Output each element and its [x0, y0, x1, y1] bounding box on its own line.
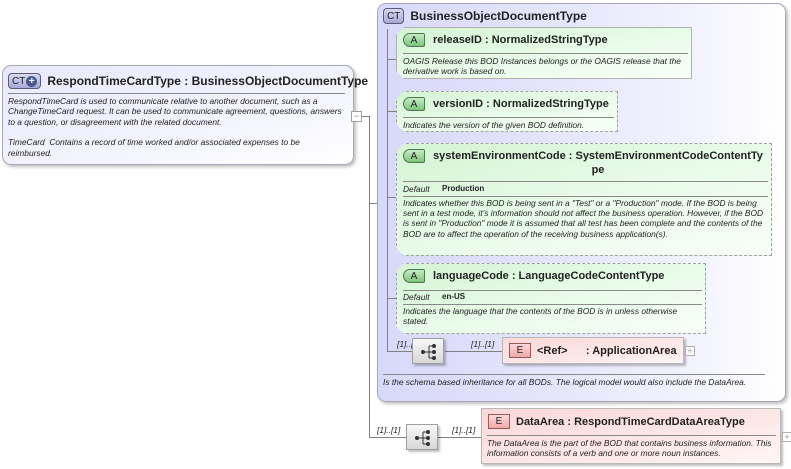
- connector-seq-to-applicationarea: [445, 351, 503, 352]
- sequence-icon: [421, 344, 436, 360]
- expand-button[interactable]: +: [685, 346, 695, 356]
- connector-trunk-to-bod: [369, 203, 378, 204]
- base-complex-type-box[interactable]: CT BusinessObjectDocumentType A releaseI…: [377, 3, 786, 402]
- connector-trunk: [369, 116, 370, 437]
- attribute-languagecode[interactable]: A languageCode : LanguageCodeContentType…: [396, 263, 706, 334]
- attribute-name: releaseID : NormalizedStringType: [433, 34, 608, 46]
- complex-type-badge: CT +: [8, 73, 42, 89]
- attribute-documentation: Indicates the language that the contents…: [403, 306, 678, 327]
- sequence-cardinality: [1]..[1]: [377, 425, 401, 435]
- divider: [403, 304, 702, 305]
- divider: [403, 117, 614, 118]
- element-cardinality: [1]..[1]: [452, 425, 476, 435]
- attribute-releaseid[interactable]: A releaseID : NormalizedStringType OAGIS…: [396, 27, 692, 79]
- connector-attr-1: [387, 59, 397, 60]
- base-type-documentation: Is the schema based inheritance for all …: [383, 377, 747, 387]
- sequence-compositor[interactable]: [412, 338, 444, 364]
- element-documentation: The DataArea is the part of the BOD that…: [487, 438, 772, 459]
- connector-attr-2: [387, 111, 397, 112]
- base-type-title: BusinessObjectDocumentType: [410, 9, 587, 23]
- sequence-cardinality: [1]..[1]: [397, 339, 421, 349]
- root-type-title: RespondTimeCardType : BusinessObjectDocu…: [47, 74, 369, 88]
- attribute-name: versionID : NormalizedStringType: [433, 98, 609, 110]
- attribute-documentation: Indicates whether this BOD is being sent…: [403, 198, 764, 239]
- connector-attr-3: [387, 197, 397, 198]
- sequence-compositor[interactable]: [406, 424, 438, 450]
- attribute-badge: A: [403, 97, 425, 111]
- attribute-badge: A: [403, 149, 425, 163]
- connector-attr-4: [387, 298, 397, 299]
- complex-type-badge: CT: [383, 8, 405, 24]
- element-badge: E: [488, 414, 510, 429]
- attribute-systemenvironmentcode[interactable]: A systemEnvironmentCode : SystemEnvironm…: [396, 143, 772, 256]
- element-cardinality: [1]..[1]: [471, 339, 495, 349]
- connector-trunk-to-dataarea-seq: [369, 437, 407, 438]
- divider: [383, 374, 765, 375]
- divider: [403, 290, 702, 291]
- divider: [403, 196, 768, 197]
- attribute-name: systemEnvironmentCode : SystemEnvironmen…: [433, 150, 763, 176]
- attribute-documentation: OAGIS Release this BOD Instances belongs…: [403, 56, 681, 77]
- attribute-documentation: Indicates the version of the given BOD d…: [403, 120, 585, 130]
- sequence-icon: [415, 430, 430, 446]
- element-name: <Ref> : ApplicationArea: [537, 344, 677, 357]
- divider: [487, 435, 776, 436]
- connector-to-sequence: [387, 351, 413, 352]
- element-badge: E: [509, 343, 531, 358]
- connector-seq-to-dataarea: [438, 437, 482, 438]
- attribute-badge: A: [403, 269, 425, 283]
- plus-icon: +: [26, 75, 38, 87]
- root-type-documentation: RespondTimeCard is used to communicate r…: [8, 96, 345, 158]
- divider: [403, 181, 768, 182]
- collapse-button[interactable]: −: [351, 111, 362, 122]
- root-complex-type-box[interactable]: CT + RespondTimeCardType : BusinessObjec…: [2, 65, 368, 165]
- element-name: DataArea : RespondTimeCardDataAreaType: [516, 415, 745, 428]
- default-label: Default: [403, 184, 430, 194]
- attribute-name: languageCode : LanguageCodeContentType: [433, 270, 665, 282]
- complex-type-badge-label: CT: [12, 75, 26, 87]
- default-value: en-US: [442, 292, 466, 301]
- connector-attributes-trunk: [387, 29, 388, 351]
- element-applicationarea[interactable]: E <Ref> : ApplicationArea: [502, 337, 684, 364]
- element-dataarea[interactable]: E DataArea : RespondTimeCardDataAreaType…: [481, 408, 781, 464]
- attribute-versionid[interactable]: A versionID : NormalizedStringType Indic…: [396, 91, 618, 132]
- divider: [8, 93, 345, 94]
- default-value: Production: [442, 184, 485, 193]
- divider: [403, 53, 688, 54]
- doc-paragraph: RespondTimeCard is used to communicate r…: [8, 96, 345, 127]
- default-label: Default: [403, 292, 430, 302]
- doc-paragraph: TimeCard Contains a record of time worke…: [8, 137, 303, 158]
- expand-button[interactable]: +: [782, 432, 791, 442]
- connector-root-to-trunk: [355, 116, 369, 117]
- attribute-badge: A: [403, 33, 425, 47]
